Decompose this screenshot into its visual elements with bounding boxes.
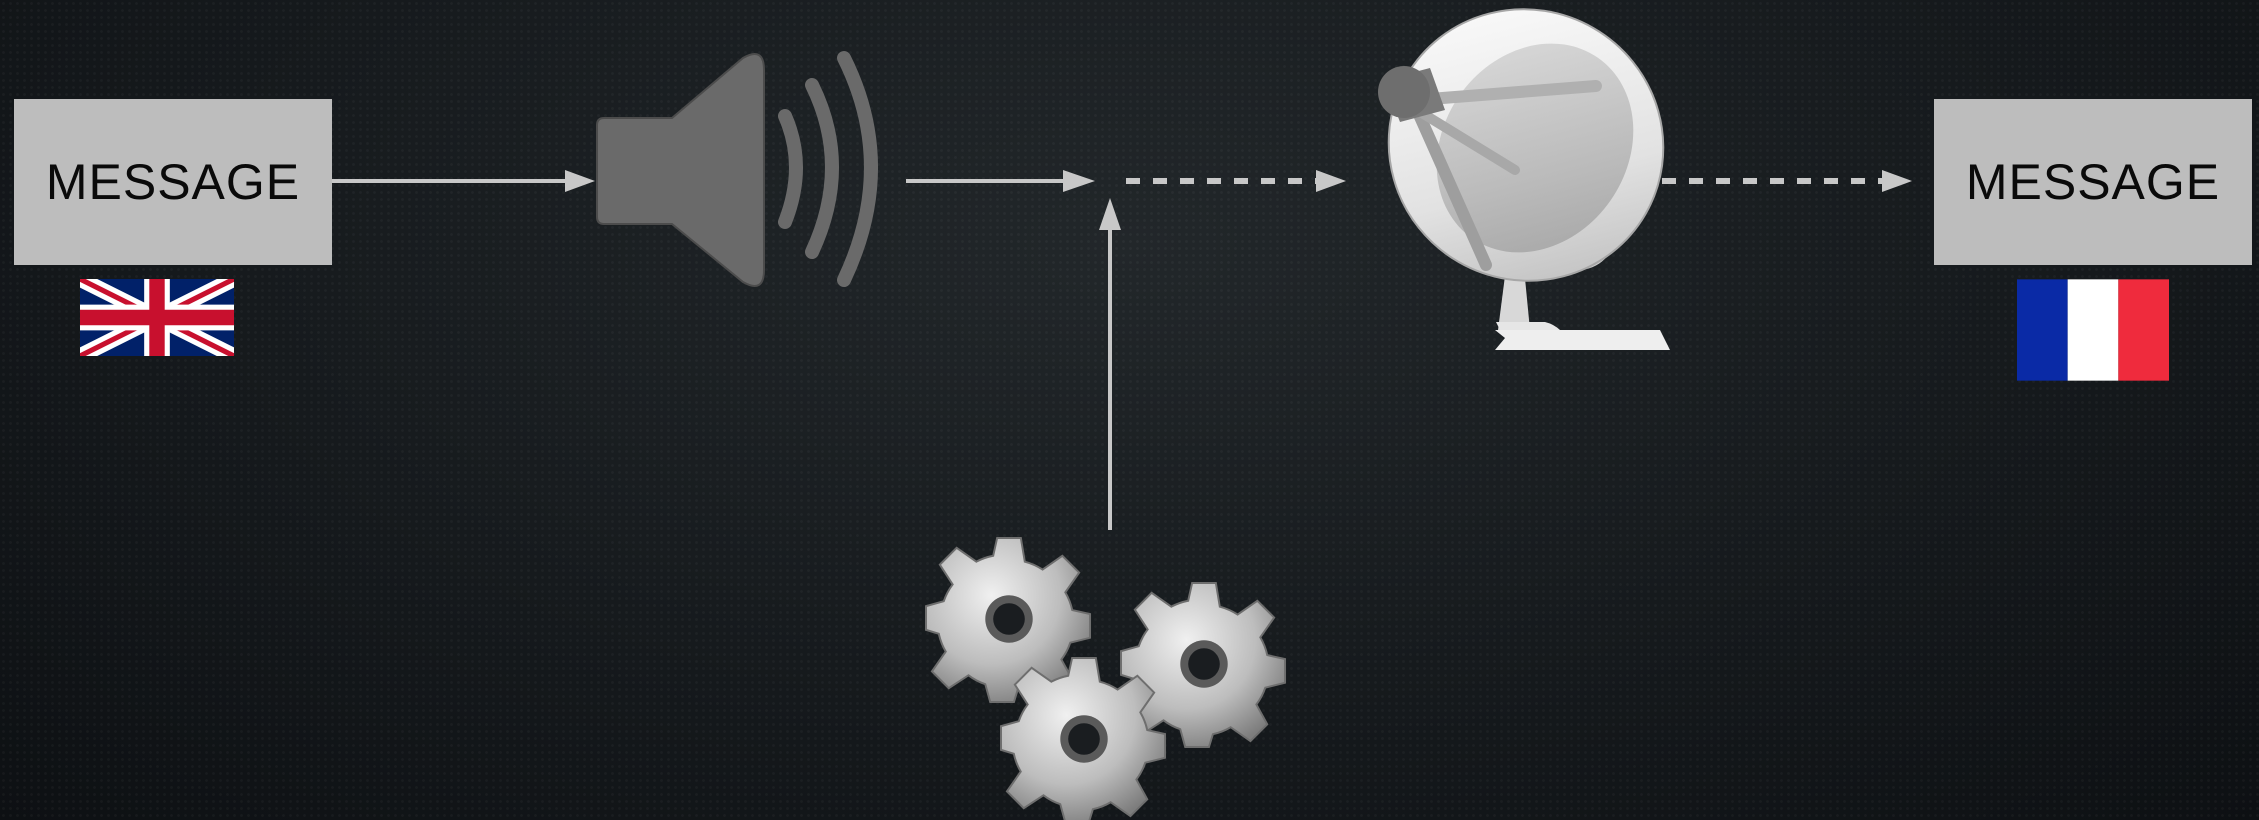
processing-gears-icon [926,538,1285,820]
dashed-arrow-dish-to-message [1662,170,1912,192]
speaker-icon [597,54,871,286]
arrow-speaker-to-junction [906,170,1095,192]
satellite-dish-icon [1339,0,1713,350]
arrow-gears-to-junction [1099,198,1121,530]
arrow-message-to-speaker [332,170,595,192]
dashed-arrow-junction-to-dish [1126,170,1346,192]
